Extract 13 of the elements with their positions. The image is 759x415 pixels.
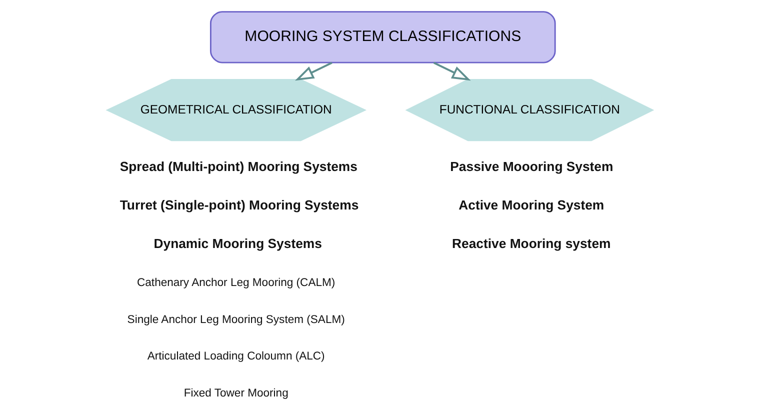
label: Dynamic Mooring Systems xyxy=(153,236,322,252)
label: Active Mooring System xyxy=(458,198,604,213)
label: Spread (Multi-point) Mooring Systems xyxy=(119,158,357,174)
label: Articulated Loading Coloumn (ALC) xyxy=(146,350,324,363)
label: Fixed Tower Mooring xyxy=(183,387,288,400)
arrow xyxy=(294,62,332,81)
label: Reactive Mooring system xyxy=(452,236,610,252)
arrow xyxy=(432,62,470,81)
node-box: MOORING SYSTEM CLASSIFICATIONS xyxy=(209,11,556,64)
label: Turret (Single-point) Mooring Systems xyxy=(119,198,358,213)
label: Passive Moooring System xyxy=(450,158,613,174)
label: Cathenary Anchor Leg Mooring (CALM) xyxy=(136,277,335,290)
label: Single Anchor Leg Mooring System (SALM) xyxy=(126,314,344,326)
